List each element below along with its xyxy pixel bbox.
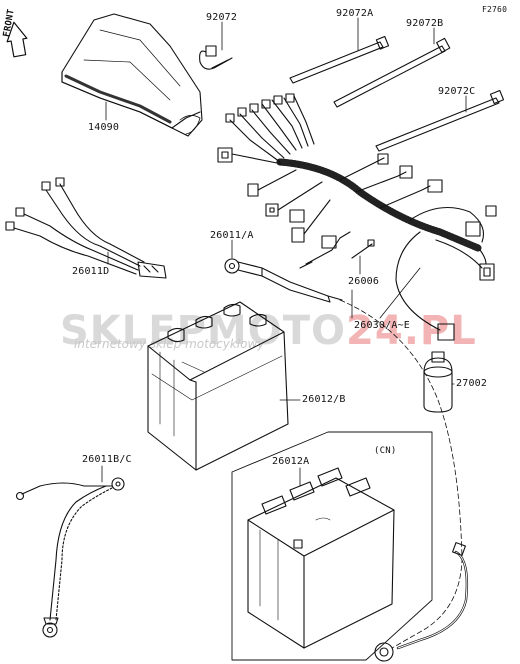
cable-26011bc [15, 477, 125, 638]
tie-92072a [289, 35, 390, 84]
battery-26012a [247, 467, 395, 649]
part-label-92072b: 92072B [406, 18, 444, 29]
sub-harness-26011d [5, 177, 167, 279]
part-label-92072: 92072 [206, 12, 238, 23]
part-label-26006: 26006 [348, 276, 380, 287]
figure-code: F2760 [482, 5, 508, 14]
clamp-92072 [199, 45, 233, 70]
cover-14090 [61, 13, 203, 137]
relay-lead [299, 231, 351, 269]
tie-92072c [375, 89, 505, 152]
watermark-brand-part1: SKLEPMOTO [60, 308, 347, 354]
part-label-26011bc: 26011B/C [82, 454, 132, 465]
fuse-26006 [351, 239, 375, 259]
battery-26012b [147, 301, 289, 471]
main-harness-26030 [217, 93, 497, 341]
part-label-92072c: 92072C [438, 86, 476, 97]
part-label-26011a: 26011/A [210, 230, 254, 241]
part-label-26012a: 26012A [272, 456, 310, 467]
cn-box [231, 431, 433, 661]
part-label-14090: 14090 [88, 122, 120, 133]
part-label-26012b: 26012/B [302, 394, 346, 405]
part-label-26030: 26030/A~E [354, 320, 410, 331]
part-label-26011d: 26011D [72, 266, 110, 277]
part-label-cn: (CN) [374, 446, 397, 456]
part-label-27002: 27002 [456, 378, 488, 389]
tie-92072b [333, 37, 451, 108]
watermark-tagline: internetowy sklep motocyklowy [74, 337, 265, 351]
part-label-92072a: 92072A [336, 8, 374, 19]
cable-26011a [224, 258, 343, 303]
long-cable [339, 299, 469, 662]
front-arrow-icon [6, 21, 28, 58]
leader-26030-b [379, 267, 421, 319]
relay-27002 [423, 351, 453, 413]
